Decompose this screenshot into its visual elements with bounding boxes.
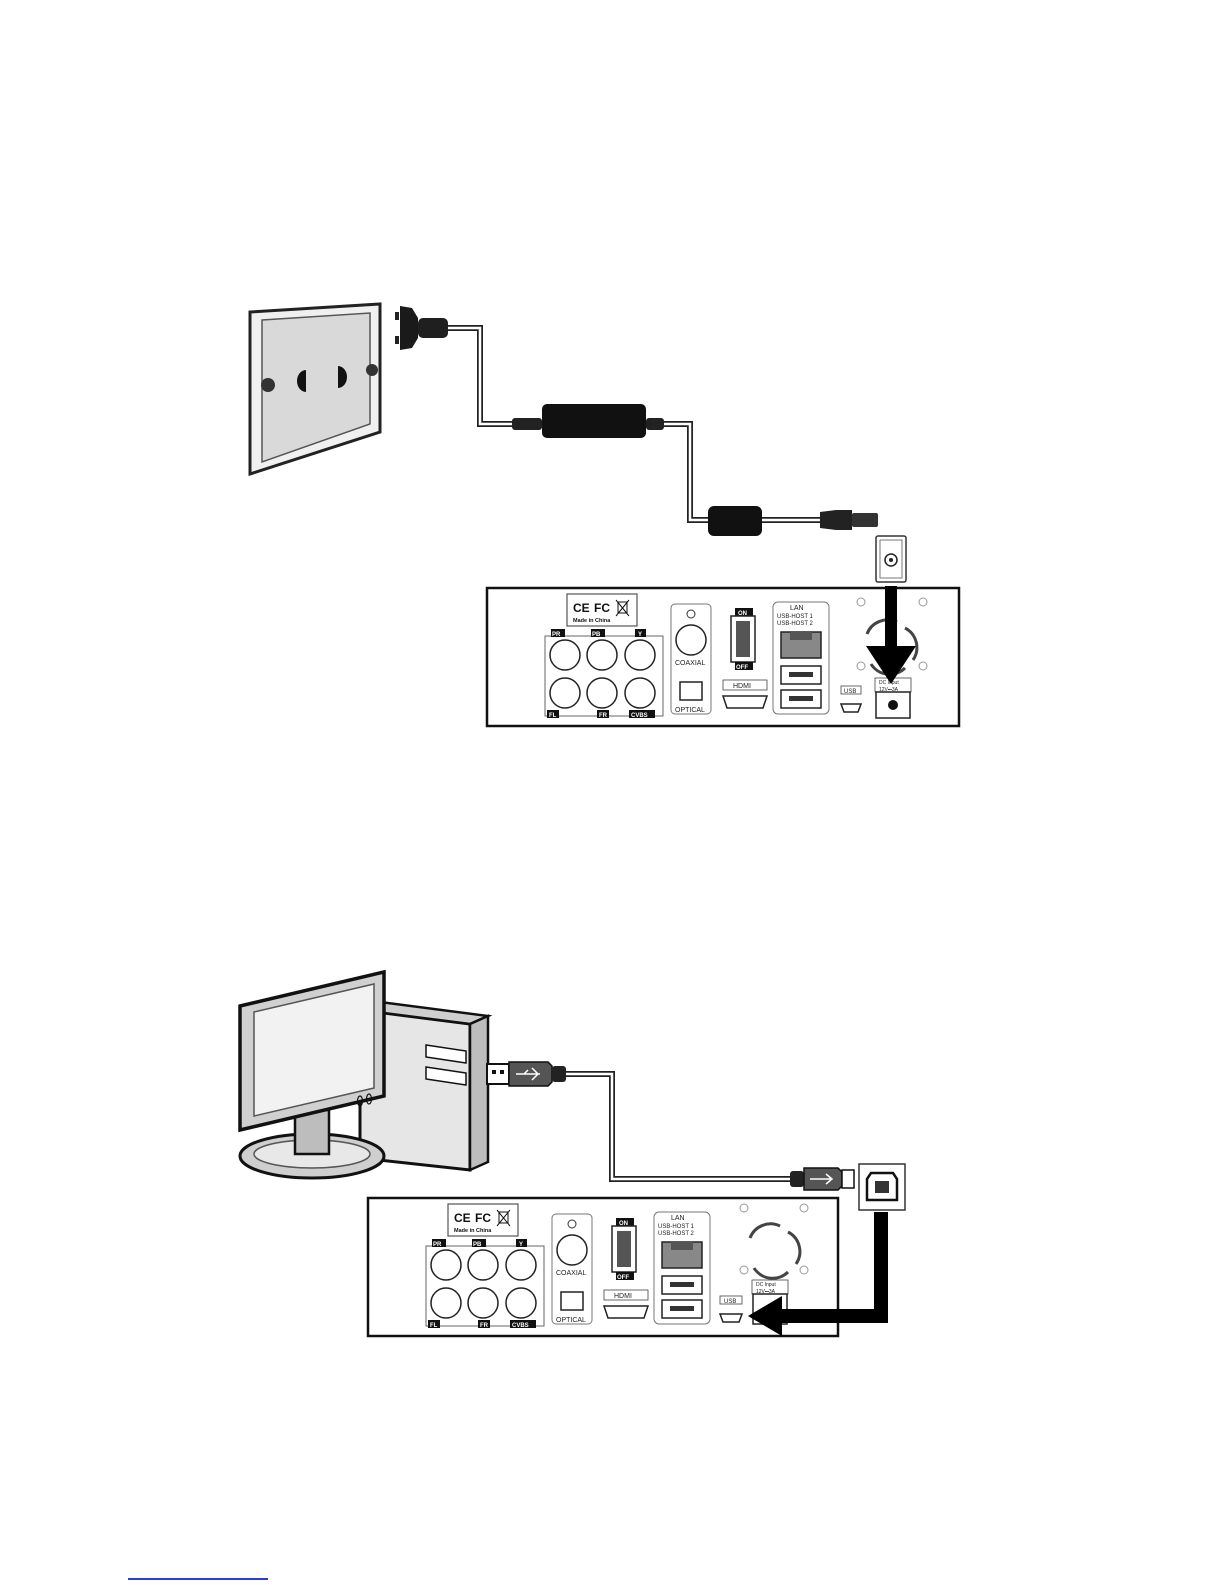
coaxial-label: COAXIAL <box>675 660 705 667</box>
fr-label: FR <box>599 713 608 719</box>
usb-label: USB <box>724 1299 736 1305</box>
made-in-label: Made in China <box>573 618 611 624</box>
hdmi-label: HDMI <box>614 1293 632 1300</box>
optical-port <box>680 682 702 700</box>
fl-label: FL <box>430 1323 438 1329</box>
pb-label: PB <box>592 632 601 638</box>
power-adapter-icon <box>512 404 664 438</box>
ce-mark: CE <box>573 601 590 615</box>
usb-host-2-label: USB-HOST 2 <box>658 1231 695 1237</box>
power-diagram-svg: CE FC Made in China PR PB Y FL FR CVBS C… <box>0 0 1225 770</box>
computer-icon <box>240 972 488 1178</box>
lan-label: LAN <box>790 605 804 612</box>
cvbs-label: CVBS <box>631 713 648 719</box>
dc-input-label: DC Input <box>756 1282 776 1288</box>
made-in-label: Made in China <box>454 1228 492 1234</box>
ferrite-core <box>708 506 762 536</box>
cvbs-label: CVBS <box>512 1323 529 1329</box>
off-label: OFF <box>736 665 748 671</box>
hdmi-port <box>723 696 767 708</box>
optical-label: OPTICAL <box>556 1317 586 1324</box>
usb-label: USB <box>844 689 856 695</box>
pb-label: PB <box>473 1242 482 1248</box>
hdmi-port <box>604 1306 648 1318</box>
dc-socket-icon <box>876 536 906 582</box>
dc-jack-plug <box>820 510 878 530</box>
off-label: OFF <box>617 1275 629 1281</box>
y-label: Y <box>638 632 642 638</box>
power-connection-diagram: CE FC Made in China PR PB Y FL FR CVBS C… <box>0 0 1225 770</box>
usb-b-port-icon <box>859 1164 905 1210</box>
hdmi-label: HDMI <box>733 683 751 690</box>
pr-label: PR <box>552 632 561 638</box>
usb-b-plug-icon <box>790 1168 854 1190</box>
usb-device-port <box>841 704 861 712</box>
usb-device-port <box>720 1314 742 1322</box>
coaxial-port <box>557 1235 587 1265</box>
usb-host-1-label: USB-HOST 1 <box>777 614 814 620</box>
power-plug-icon <box>395 306 448 350</box>
lan-label: LAN <box>671 1215 685 1222</box>
coaxial-port <box>676 625 706 655</box>
fc-mark: FC <box>594 601 610 615</box>
footer-link-underline <box>128 1578 268 1580</box>
optical-label: OPTICAL <box>675 707 705 714</box>
pr-label: PR <box>433 1242 442 1248</box>
fr-label: FR <box>480 1323 489 1329</box>
ce-mark: CE <box>454 1211 471 1225</box>
usb-connection-diagram: CE FC Made in China PR PB Y FL FR CVBS C… <box>0 770 1225 1585</box>
coaxial-label: COAXIAL <box>556 1270 586 1277</box>
y-label: Y <box>519 1242 523 1248</box>
usb-a-plug-icon <box>487 1062 566 1086</box>
optical-port <box>561 1292 583 1310</box>
fl-label: FL <box>549 713 557 719</box>
fc-mark: FC <box>475 1211 491 1225</box>
usb-diagram-svg: CE FC Made in China PR PB Y FL FR CVBS C… <box>0 770 1225 1585</box>
usb-host-1-label: USB-HOST 1 <box>658 1224 695 1230</box>
wall-outlet-icon <box>250 304 380 474</box>
usb-host-2-label: USB-HOST 2 <box>777 621 814 627</box>
